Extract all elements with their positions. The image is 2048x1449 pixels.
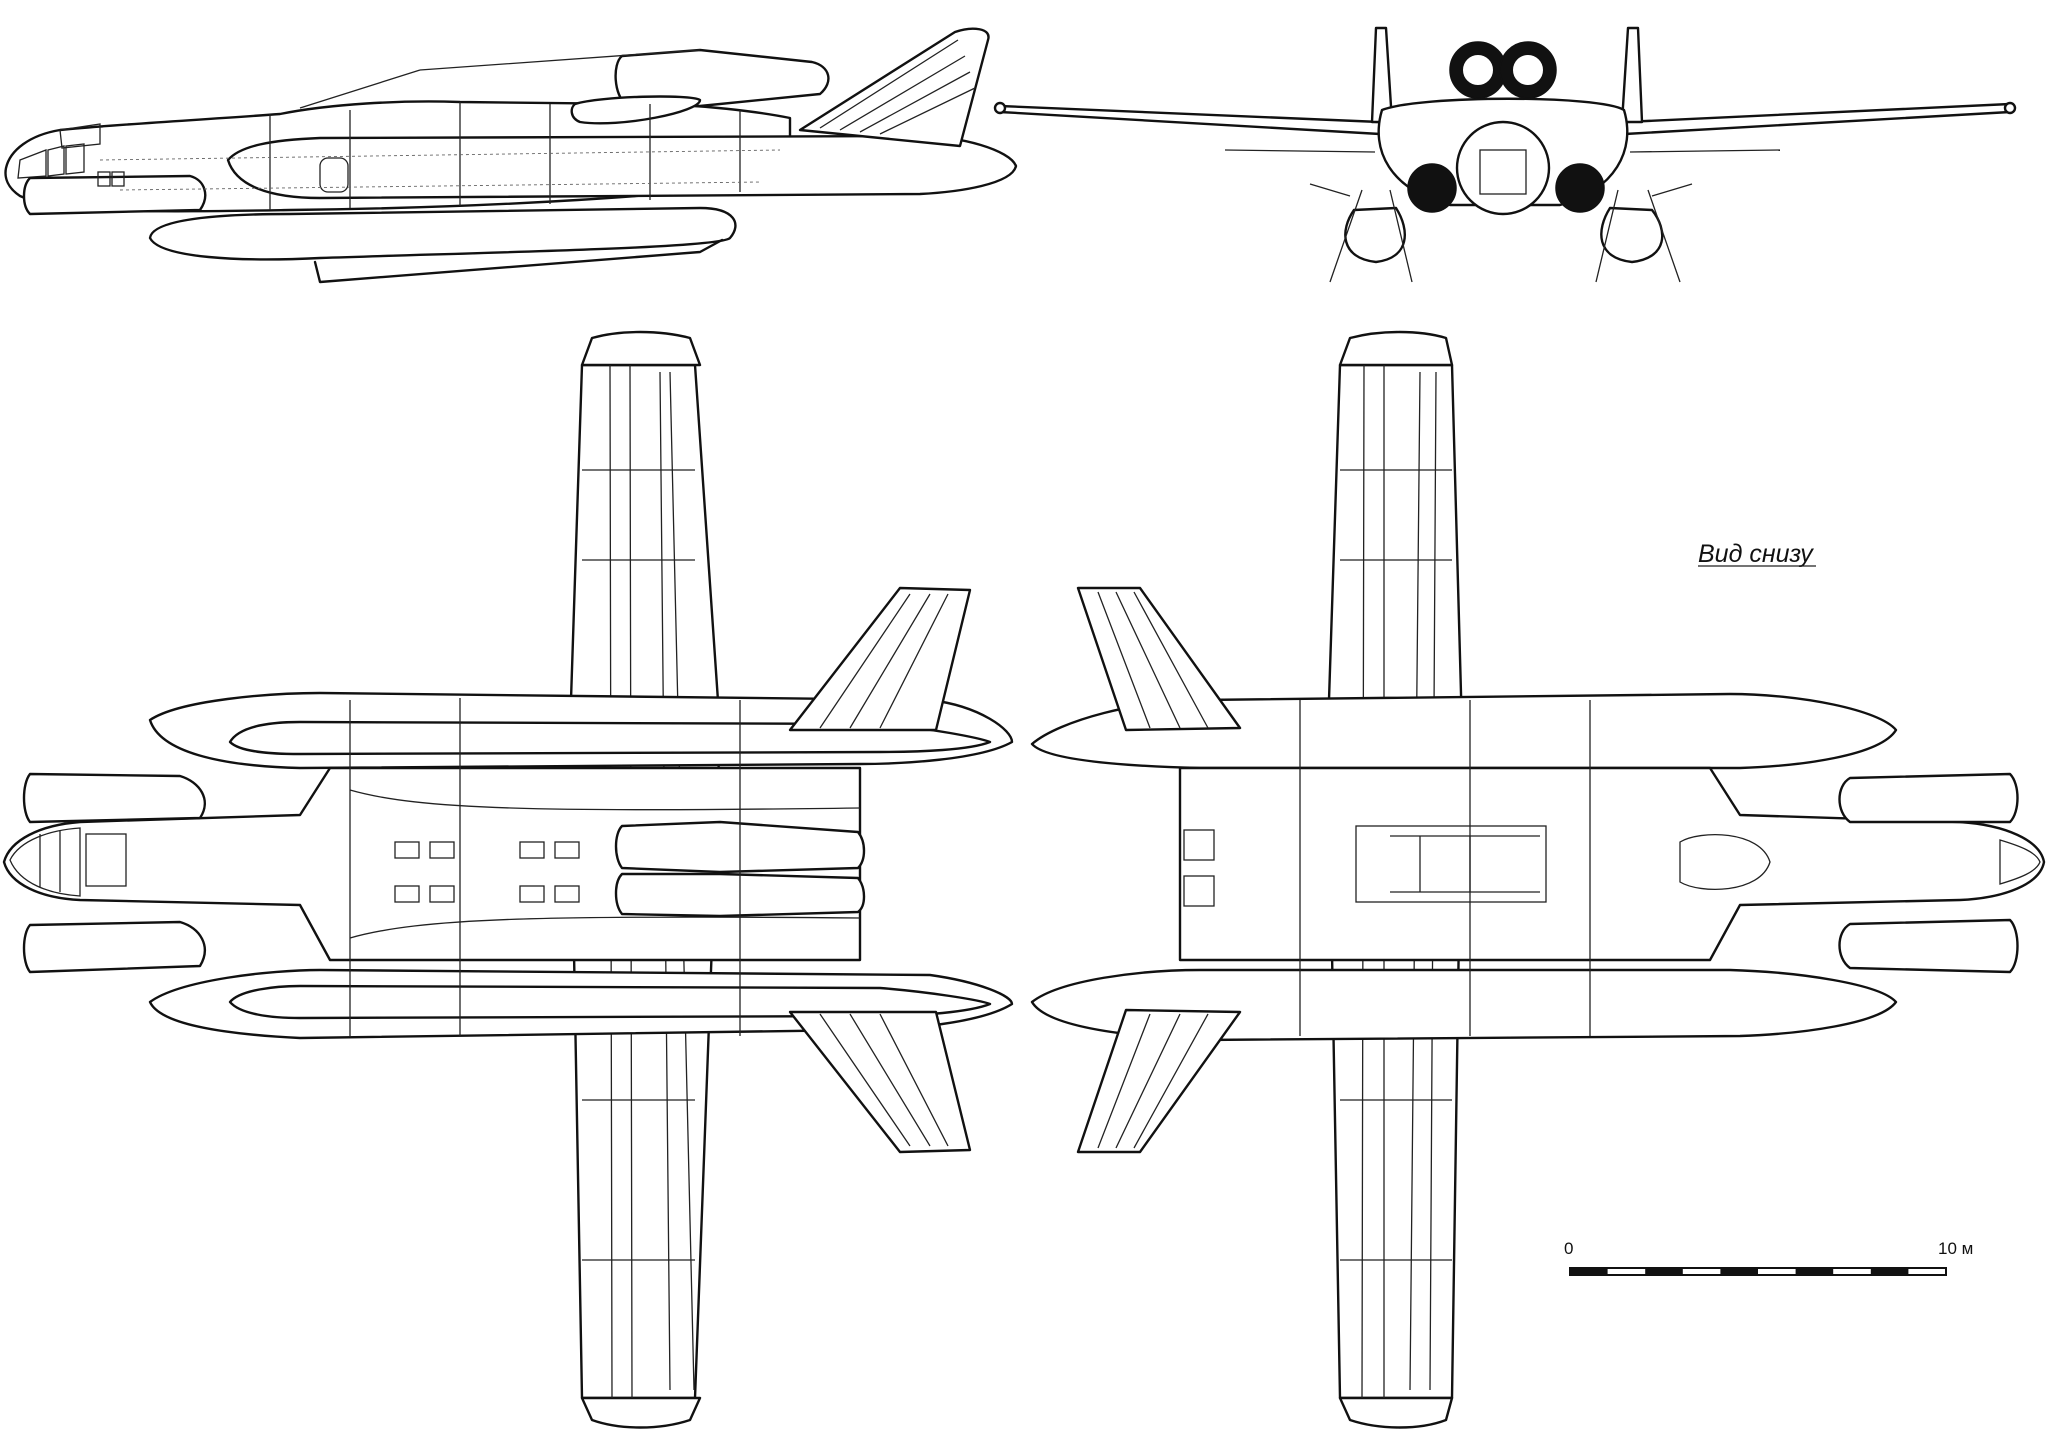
top-view-canopy xyxy=(9,827,81,897)
top-view-upper-tailplane xyxy=(788,586,972,732)
scale-bar-segment xyxy=(1870,1268,1909,1275)
side-keel xyxy=(313,238,724,284)
top-view-lower-tailplane xyxy=(788,1010,972,1154)
side-view-drawing xyxy=(4,27,1018,284)
front-right-sponson xyxy=(1600,206,1664,264)
side-dorsal-engine xyxy=(614,48,830,108)
front-cockpit xyxy=(1455,120,1551,216)
front-left-sponson xyxy=(1344,206,1406,264)
bottom-view-lower-tailplane xyxy=(1076,1008,1242,1154)
scale-bar-segment xyxy=(1570,1268,1608,1275)
side-front-engine-pod xyxy=(22,174,207,216)
top-view-drawing xyxy=(2,330,1014,1429)
scale-bar-segment xyxy=(1795,1268,1834,1275)
front-left-wing xyxy=(998,104,1382,136)
bottom-view-upper-tailplane xyxy=(1076,586,1242,732)
top-view-hatches xyxy=(394,841,580,903)
scale-bar: 0 10 м xyxy=(1564,1239,1973,1276)
scale-bar-end-label: 10 м xyxy=(1938,1239,1973,1258)
top-view-front-engine-upper xyxy=(22,772,206,824)
front-lower-engine-right xyxy=(1555,163,1605,213)
side-vertical-fin xyxy=(798,27,990,148)
scale-bar-segment xyxy=(1645,1268,1683,1275)
scale-bar-segments xyxy=(1570,1268,1909,1275)
bottom-view-label: Вид снизу xyxy=(1698,540,1814,568)
front-view-drawing xyxy=(993,26,2017,283)
scale-bar-start-label: 0 xyxy=(1564,1239,1573,1258)
top-view-front-engine-lower xyxy=(22,920,206,974)
bottom-view-drawing xyxy=(1030,330,2046,1429)
side-lower-float xyxy=(148,206,737,261)
side-sponson xyxy=(226,134,1018,200)
front-right-fin xyxy=(1620,26,1644,124)
front-lower-engine-left xyxy=(1407,163,1457,213)
bottom-view-engine-upper xyxy=(1838,772,2019,824)
bottom-view-engine-lower xyxy=(1838,918,2019,974)
front-right-wing xyxy=(1623,102,2012,136)
bottom-view-bomb-bay xyxy=(1355,825,1547,903)
bottom-view-fuselage xyxy=(1178,766,2046,962)
scale-bar-segment xyxy=(1720,1268,1758,1275)
